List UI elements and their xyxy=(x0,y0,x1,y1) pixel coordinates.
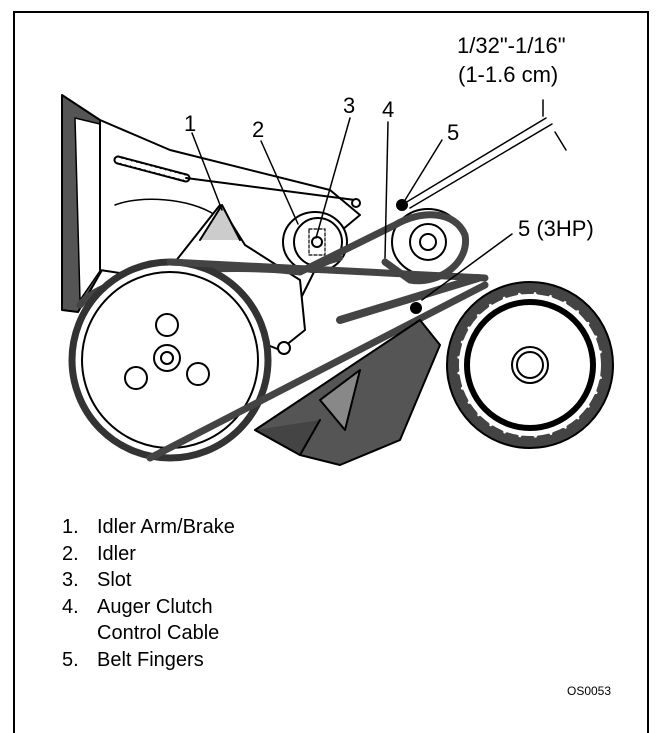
figure-code: OS0053 xyxy=(567,684,612,698)
callout-5: 5 xyxy=(447,120,459,145)
legend-number: 2. xyxy=(62,542,79,565)
legend-number: 1. xyxy=(62,516,79,538)
gap-cm-label: (1-1.6 cm) xyxy=(458,62,558,87)
legend-text: Slot xyxy=(97,569,132,591)
legend-number: 5. xyxy=(62,648,79,671)
legend-number: 4. xyxy=(62,595,79,618)
leader-lines xyxy=(191,99,567,301)
parts-legend: 1. Idler Arm/Brake 2. Idler 3. Slot 4. A… xyxy=(62,514,235,673)
legend-item: 3. Slot xyxy=(62,567,235,594)
tension-spring xyxy=(113,155,361,208)
legend-text: Auger Clutch Control Cable xyxy=(97,595,220,645)
legend-text: Idler Arm/Brake xyxy=(97,516,235,538)
callout-5-3hp: 5 (3HP) xyxy=(518,216,594,241)
callout-4: 4 xyxy=(382,97,394,122)
belt-guard xyxy=(254,319,441,466)
legend-item: 2. Idler xyxy=(62,541,235,568)
legend-item: 4. Auger Clutch Control Cable xyxy=(62,594,235,647)
callout-1: 1 xyxy=(184,111,196,136)
legend-number: 3. xyxy=(62,569,79,591)
figure-frame xyxy=(13,11,649,733)
legend-item: 5. Belt Fingers xyxy=(62,647,235,674)
engine-pulley xyxy=(391,208,465,276)
belt-finger-3hp-point xyxy=(410,302,422,314)
callout-2: 2 xyxy=(252,117,264,142)
wheel xyxy=(446,281,614,449)
legend-text: Idler xyxy=(97,542,136,565)
legend-text: Belt Fingers xyxy=(97,648,204,671)
legend-item: 1. Idler Arm/Brake xyxy=(62,514,235,541)
callout-3: 3 xyxy=(343,93,355,118)
auger-pulley xyxy=(68,258,489,462)
gap-inches-label: 1/32"-1/16" xyxy=(457,33,566,58)
